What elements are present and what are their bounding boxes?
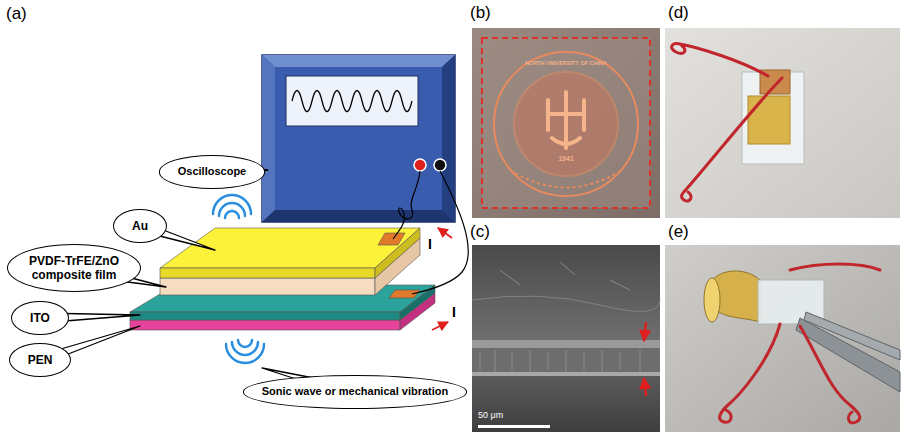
current-arrow	[432, 228, 452, 330]
callout-bubble: Sonic wave or mechanical vibration	[243, 375, 467, 408]
wire	[393, 171, 468, 294]
callout-bubble: Au	[113, 209, 167, 243]
panel-label: (c)	[470, 222, 490, 242]
photo-text: 1941	[558, 155, 574, 163]
photo-bent-device	[665, 245, 900, 432]
panel-label: (b)	[470, 3, 491, 23]
photo-device	[665, 28, 900, 218]
callout-bubble: PVDF-TrFE/ZnO composite film	[7, 244, 141, 293]
callout-text: Au	[132, 219, 148, 233]
panel-label: (a)	[6, 4, 27, 24]
callout-text: PVDF-TrFE/ZnO composite film	[26, 254, 122, 283]
panel-label: (e)	[668, 222, 689, 242]
callout-text: Sonic wave or mechanical vibration	[262, 385, 448, 398]
photo-seal-film	[472, 28, 660, 218]
photo-text: NORTH UNIVERSITY OF CHINA	[525, 60, 607, 66]
callout-bubble: Oscilloscope	[159, 155, 265, 188]
current-label: I	[428, 236, 432, 252]
callout-bubble: ITO	[11, 301, 69, 335]
callout-bubble: PEN	[9, 343, 72, 377]
callout-text: PEN	[28, 353, 53, 367]
oscilloscope	[262, 55, 455, 222]
callout-text: ITO	[30, 311, 50, 325]
photo-text: 50 μm	[478, 410, 503, 420]
device-stack	[130, 228, 435, 330]
callout-text: Oscilloscope	[178, 165, 246, 178]
sem-image	[472, 245, 660, 432]
current-label: I	[452, 304, 456, 320]
panel-label: (d)	[668, 3, 689, 23]
